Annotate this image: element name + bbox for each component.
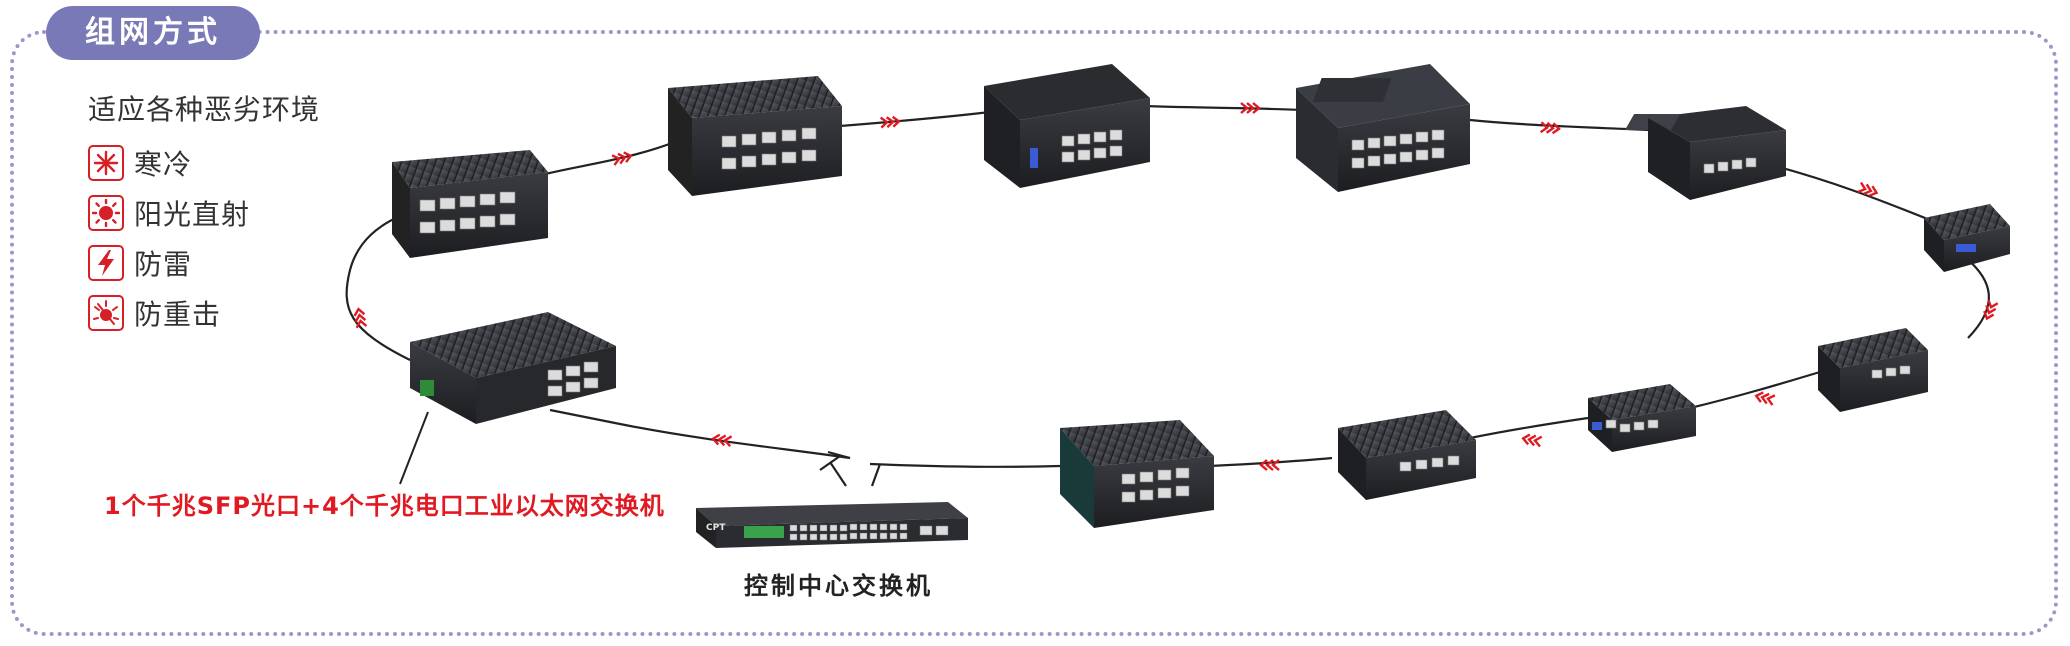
switch-device-10 (1060, 420, 1214, 528)
ring-cable (345, 104, 1991, 471)
switch-device-1 (392, 150, 548, 258)
feature-item-impact: 防重击 (88, 288, 320, 338)
impact-icon (88, 295, 124, 331)
switch-device-9 (1338, 410, 1476, 500)
switch-device-11 (410, 312, 616, 424)
switch-device-2 (668, 76, 842, 196)
feature-list: 适应各种恶劣环境 寒冷 阳光直射 防雷 防重击 (88, 88, 320, 338)
switch-device-4 (1296, 64, 1470, 192)
snowflake-icon (88, 145, 124, 181)
diagram-frame (10, 30, 2058, 636)
callout-leader (399, 411, 429, 485)
switch-model-callout: 1个千兆SFP光口+4个千兆电口工业以太网交换机 (104, 492, 665, 520)
feature-label: 防雷 (134, 248, 193, 281)
feature-item-lightning: 防雷 (88, 238, 320, 288)
feature-label: 防重击 (134, 298, 222, 331)
lightning-icon (88, 245, 124, 281)
center-switch-label: 控制中心交换机 (744, 572, 933, 600)
feature-item-cold: 寒冷 (88, 138, 320, 188)
switch-device-3 (984, 64, 1150, 188)
feature-label: 阳光直射 (134, 198, 251, 231)
feature-label: 寒冷 (134, 148, 193, 181)
feature-heading: 适应各种恶劣环境 (88, 93, 321, 126)
switch-device-8 (1588, 384, 1696, 452)
center-switch-brand: CPT (706, 523, 726, 533)
switch-device-7 (1818, 328, 1928, 412)
switch-device-6 (1924, 204, 2010, 272)
switch-device-5 (1624, 106, 1786, 200)
sun-icon (88, 195, 124, 231)
uplink-cables (829, 461, 882, 487)
section-title: 组网方式 (46, 6, 260, 60)
feature-item-sun: 阳光直射 (88, 188, 320, 238)
center-switch-device: CPT (696, 502, 968, 548)
